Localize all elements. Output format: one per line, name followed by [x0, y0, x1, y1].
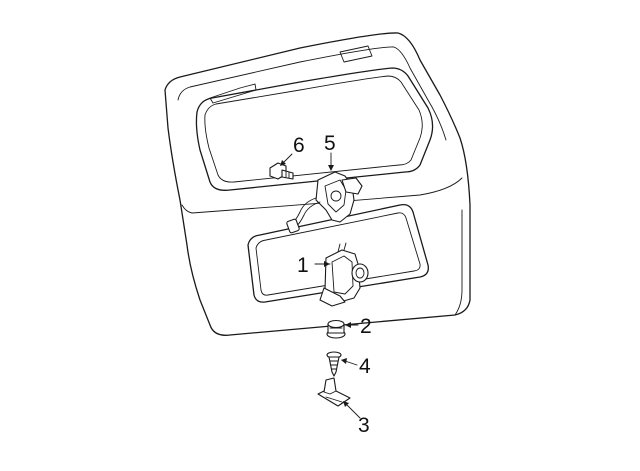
grommet: [326, 319, 346, 339]
arrowhead-3: [343, 401, 349, 407]
liftgate-panel: [164, 32, 471, 336]
callout-6: 6: [293, 134, 305, 157]
callout-4: 4: [359, 355, 371, 378]
latch-assembly: [286, 171, 363, 234]
arrowhead-6: [280, 160, 286, 166]
callout-5: 5: [324, 132, 336, 155]
license-plate-recess: [247, 204, 429, 303]
retainer-clip: [317, 377, 351, 407]
arrowhead-4: [341, 358, 347, 364]
callout-3: 3: [358, 414, 370, 437]
lock-actuator: [319, 242, 369, 307]
bolt: [269, 162, 294, 180]
arrowhead-2: [345, 322, 351, 328]
rear-window: [195, 67, 434, 191]
callout-2: 2: [360, 315, 372, 338]
leader-lines: [280, 152, 361, 419]
callout-1: 1: [297, 254, 309, 277]
arrowhead-5: [328, 165, 334, 171]
arrowhead-1: [324, 261, 330, 267]
screw: [326, 351, 342, 377]
